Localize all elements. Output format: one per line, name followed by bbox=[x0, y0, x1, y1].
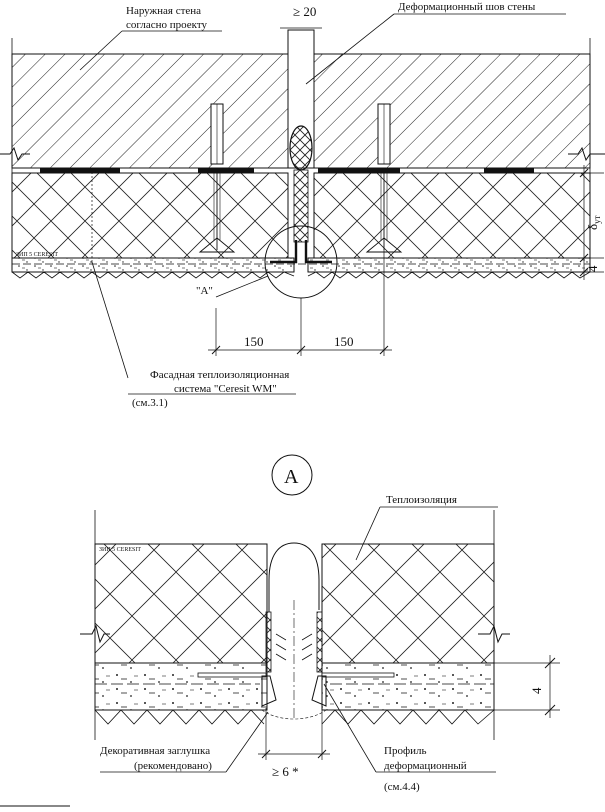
insulation-left bbox=[11, 172, 289, 259]
insulation-label: Теплоизоляция bbox=[386, 494, 457, 506]
insulation-thickness-dim: δут bbox=[585, 215, 602, 230]
outer-wall-right bbox=[313, 53, 591, 169]
detail-plaster-right bbox=[321, 662, 495, 711]
profile-label-1: Профиль bbox=[384, 745, 426, 757]
anchor-left bbox=[198, 103, 236, 253]
outer-wall-left bbox=[11, 53, 289, 169]
plaster-left bbox=[11, 257, 295, 273]
decor-plug-label-1: Декоративная заглушка bbox=[100, 745, 210, 757]
joint-width-dim: ≥ 20 bbox=[293, 4, 316, 19]
watermark-detail: ЗИП 5 CERESIT bbox=[99, 547, 141, 553]
watermark-top: ЗИП 5 CERESIT bbox=[16, 252, 58, 258]
dim-150-left: 150 bbox=[244, 334, 264, 349]
outer-wall-label-1: Наружная стена bbox=[126, 5, 201, 17]
detail-a-title: A bbox=[284, 466, 299, 488]
system-label-2: система "Ceresit WM" bbox=[174, 383, 277, 395]
system-ref: (см.3.1) bbox=[132, 397, 168, 409]
dim-150-right: 150 bbox=[334, 334, 354, 349]
detail-joint-foam bbox=[268, 542, 320, 610]
profile-ref: (см.4.4) bbox=[384, 781, 420, 793]
break-line-right bbox=[568, 146, 605, 162]
detail-a-marker: "A" bbox=[196, 285, 213, 297]
profile-label-2: деформационный bbox=[384, 760, 467, 772]
break-line-left bbox=[0, 146, 30, 162]
sealing-cord bbox=[289, 125, 313, 171]
joint-label: Деформационный шов стены bbox=[398, 1, 536, 13]
detail-a-view: A bbox=[0, 454, 560, 807]
gap-dim: ≥ 6 * bbox=[272, 764, 299, 779]
detail-insulation-right bbox=[321, 543, 495, 664]
plaster-right bbox=[307, 257, 591, 273]
outer-wall-label-2: согласно проекту bbox=[126, 19, 207, 31]
detail-insulation-left bbox=[94, 543, 268, 664]
plaster-thickness-dim-detail: 4 bbox=[529, 687, 544, 694]
top-section-view: "A" Наружная стена согласно проекту ≥ 20… bbox=[0, 1, 605, 409]
joint-foam bbox=[293, 169, 309, 243]
insulation-right bbox=[313, 172, 591, 259]
detail-a-title-circle bbox=[271, 454, 313, 496]
system-label-1: Фасадная теплоизоляционная bbox=[150, 369, 289, 381]
decor-plug-label-2: (рекомендовано) bbox=[134, 760, 212, 772]
plaster-thickness-dim-top: 4 bbox=[585, 265, 600, 272]
detail-plaster-left bbox=[94, 662, 268, 711]
